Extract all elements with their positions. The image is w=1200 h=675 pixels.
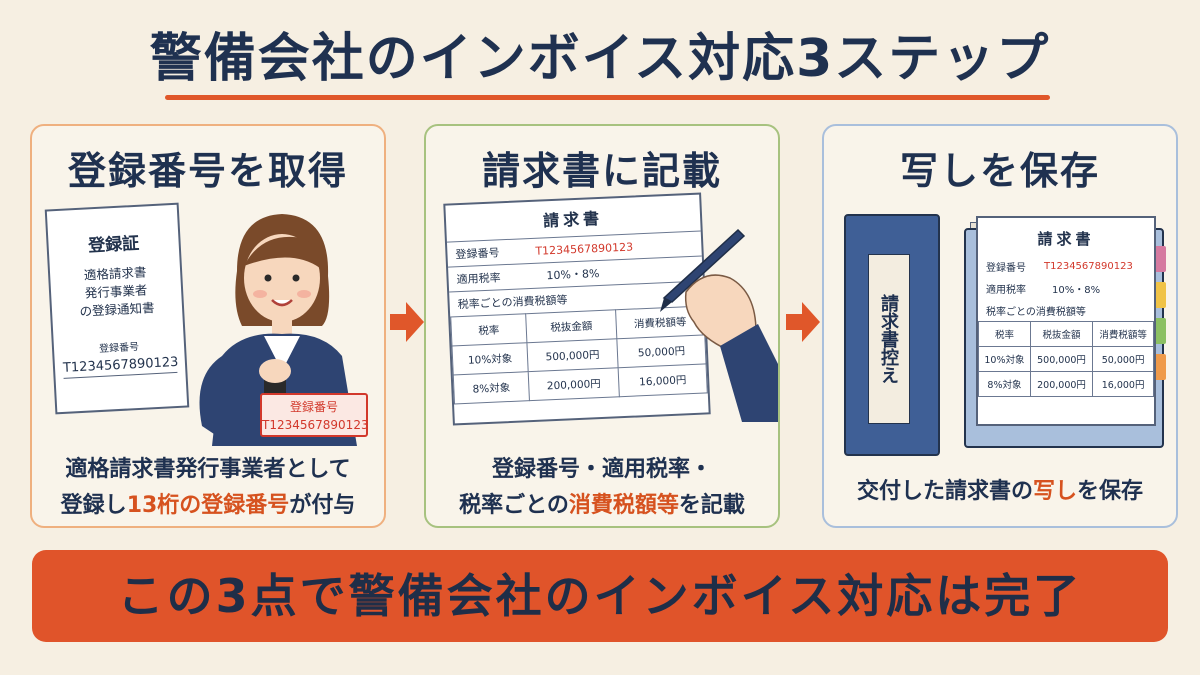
person-illustration <box>199 214 357 446</box>
table-header: 税抜金額 <box>1029 321 1094 347</box>
registration-stamp: 登録番号 T1234567890123 <box>260 393 369 437</box>
caption-highlight: 写し <box>1032 479 1077 504</box>
table-header: 税抜金額 <box>525 309 617 343</box>
binder-label: 請求書控え <box>868 254 910 424</box>
invoice-reg-number: T1234567890123 <box>535 240 634 258</box>
caption-line: 適格請求書発行事業者として <box>65 457 351 482</box>
step-caption: 登録番号・適用税率・ 税率ごとの消費税額等を記載 <box>426 452 778 524</box>
invoice-rate-value: 10%・8% <box>546 266 600 283</box>
hand-pen-icon <box>660 228 778 422</box>
invoice-reg-number: T1234567890123 <box>1044 260 1133 272</box>
invoice-reg-label: 登録番号 <box>455 246 500 262</box>
table-header: 消費税額等 <box>1092 321 1154 347</box>
stamp-label: 登録番号 <box>289 400 338 414</box>
step-caption: 交付した請求書の写しを保存 <box>824 474 1176 510</box>
table-cell: 10%対象 <box>451 342 529 375</box>
caption-text: 税率ごとの <box>459 493 569 518</box>
caption-text: を保存 <box>1077 479 1144 504</box>
summary-banner: この3点で警備会社のインボイス対応は完了 <box>32 550 1168 642</box>
binder: 請求書控え <box>844 214 940 456</box>
page-title: 警備会社のインボイス対応3ステップ <box>149 29 1051 89</box>
arrow-right-icon <box>786 302 820 342</box>
certificate-number-label: 登録番号 <box>98 341 140 355</box>
table-cell: 8%対象 <box>978 371 1031 397</box>
invoice-reg-label: 登録番号 <box>986 262 1026 274</box>
table-cell: 8%対象 <box>453 371 530 404</box>
invoice-per-rate-label: 税率ごとの消費税額等 <box>457 293 568 312</box>
invoice-rate-value: 10%・8% <box>1052 284 1101 296</box>
table-cell: 500,000円 <box>1029 346 1094 372</box>
step-panel-register: 登録番号を取得 登録証 適格請求書 発行事業者 の登録通知書 登録番号 T123… <box>30 124 386 528</box>
table-header: 税率 <box>978 321 1031 347</box>
caption-highlight: 消費税額等 <box>568 493 679 518</box>
step-title: 請求書に記載 <box>481 149 722 193</box>
invoice-copy-document: 請求書 登録番号 T1234567890123 適用税率 10%・8% 税率ごとの消… <box>976 216 1156 426</box>
step-title: 写しを保存 <box>899 149 1100 193</box>
step-title: 登録番号を取得 <box>67 149 348 193</box>
invoice-rate-label: 適用税率 <box>456 271 501 287</box>
caption-highlight: 13桁の登録番号 <box>126 493 290 518</box>
table-header: 税率 <box>450 313 527 346</box>
caption-text: 交付した請求書の <box>856 479 1033 504</box>
step-panel-store: 写しを保存 請求書 登録番号 T1234567890123 適用税率 10%・8% … <box>822 124 1178 528</box>
caption-text: 登録し <box>60 493 127 518</box>
invoice-per-rate-label: 税率ごとの消費税額等 <box>986 306 1086 318</box>
arrow-right-icon <box>390 302 424 342</box>
caption-text: を記載 <box>678 493 745 518</box>
certificate-number: T1234567890123 <box>62 355 179 379</box>
table-cell: 200,000円 <box>1029 371 1094 397</box>
table-cell: 200,000円 <box>528 367 620 401</box>
table-cell: 500,000円 <box>526 338 619 372</box>
invoice-title: 請求書 <box>1037 230 1095 248</box>
caption-text: が付与 <box>289 493 356 518</box>
table-cell: 10%対象 <box>978 346 1031 372</box>
table-cell: 50,000円 <box>1092 346 1154 372</box>
caption-line: 登録番号・適用税率・ <box>491 457 712 482</box>
title-underline <box>165 95 1050 100</box>
table-cell: 16,000円 <box>1092 371 1154 397</box>
registration-certificate: 登録証 適格請求書 発行事業者 の登録通知書 登録番号 T12345678901… <box>44 202 190 415</box>
stamp-number: T1234567890123 <box>262 418 369 432</box>
certificate-title: 登録証 <box>87 233 140 257</box>
invoice-rate-label: 適用税率 <box>986 284 1026 296</box>
step-caption: 適格請求書発行事業者として 登録し13桁の登録番号が付与 <box>32 452 384 524</box>
